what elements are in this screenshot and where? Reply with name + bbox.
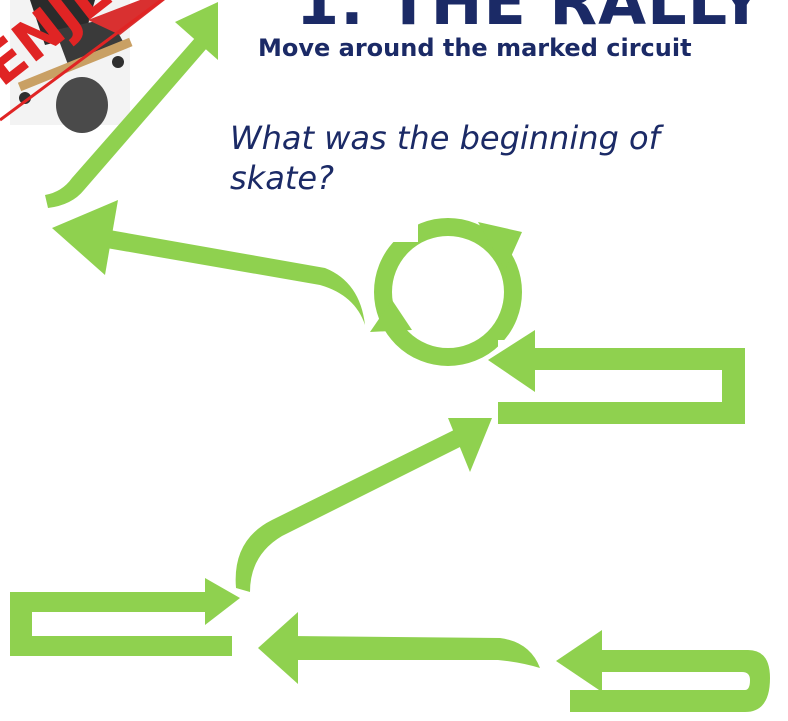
page-subtitle: Move around the marked circuit: [258, 34, 692, 62]
curved-arrow-up-right-icon: [45, 2, 218, 208]
circular-arrows-icon: [370, 218, 528, 366]
question-text: What was the beginning of skate?: [230, 119, 660, 197]
skateboarder-photo: ENJE: [0, 0, 165, 133]
curved-arrow-left-icon: [52, 200, 365, 325]
u-turn-arrow-left-icon: [556, 630, 770, 712]
u-turn-arrow-right-icon: [10, 578, 240, 656]
curved-arrow-up-right-long-icon: [235, 418, 492, 592]
page-title: 1. THE RALLY: [296, 0, 765, 39]
u-turn-arrow-icon: [488, 330, 745, 424]
curved-arrow-left-long-icon: [258, 612, 540, 684]
